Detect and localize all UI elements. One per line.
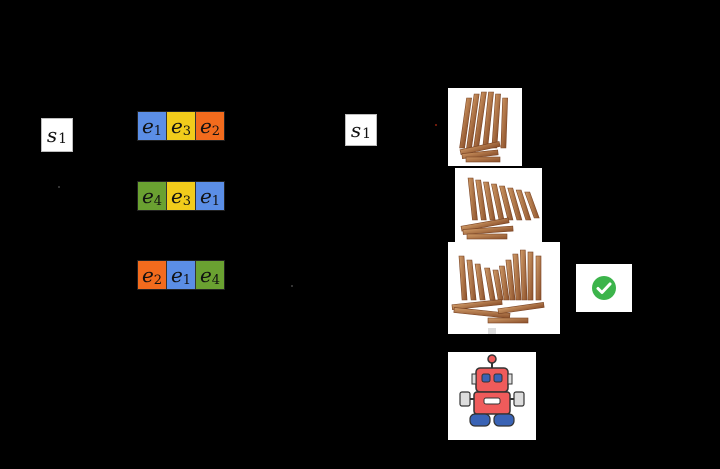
seq3-cell-1-symbol: e [141,263,154,287]
seq1-cell-2-symbol: e [170,114,183,138]
seq2-cell-1-index: 4 [153,193,163,209]
seq2-cell-3-symbol: e [199,184,212,208]
seq1-cell-3-symbol: e [199,114,212,138]
image3-caption-mark [488,328,496,334]
seq3-cell-1-index: 2 [153,272,163,288]
seq1-cell-1-index: 1 [153,123,163,139]
robot-icon [459,354,525,427]
seq1-cell-2-index: 3 [182,123,192,139]
wood-stack-2-icon [460,177,540,240]
seq3-cell-3-index: 4 [211,272,221,288]
seq3-cell-2-index: 1 [182,272,192,288]
middle-connector-dot [291,285,293,287]
check-circle-icon [592,276,616,300]
left-state-symbol: s [46,123,58,147]
left-connector-dot [58,186,60,188]
left-state-index: 1 [58,131,68,147]
seq2-cell-2-index: 3 [182,193,192,209]
seq2-cell-3-index: 1 [211,193,221,209]
seq2-cell-1-symbol: e [141,184,154,208]
seq3-cell-2-symbol: e [170,263,183,287]
wood-stack-3-icon [451,249,545,324]
wood-stack-1-icon [459,91,508,163]
success-panel [576,264,632,312]
seq2-cell-2-symbol: e [170,184,183,208]
wood-stack-image-2 [455,168,542,244]
right-state-symbol: s [350,118,362,142]
seq3-cell-3-symbol: e [199,263,212,287]
wood-stack-image-3 [448,242,560,334]
robot-panel [448,352,536,440]
wood-stack-image-1 [448,88,522,166]
seq1-cell-1-symbol: e [141,114,154,138]
arrow-tip-dot [435,124,437,126]
seq1-cell-3-index: 2 [211,123,221,139]
right-state-index: 1 [362,126,372,142]
